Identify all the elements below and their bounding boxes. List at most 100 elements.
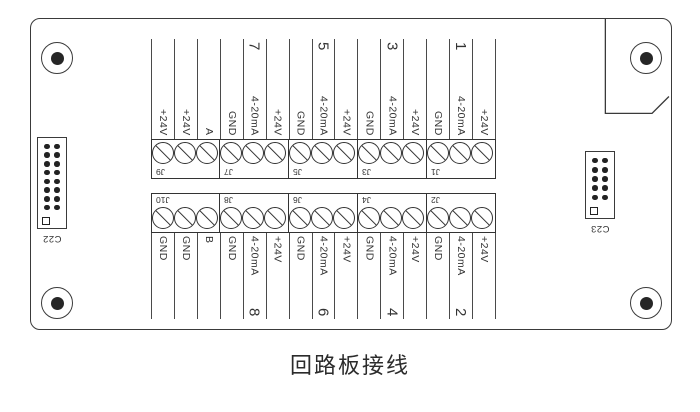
terminal-column-label: 4-20mA: [248, 236, 261, 276]
bottom-label-grid: GND GND B GND 4-20mA +24V 8 GND 4-20mA +24V 6 GND 4-…: [151, 233, 496, 319]
connector-pin: [592, 185, 598, 191]
screw-terminal: [174, 207, 196, 229]
screw-terminal: [264, 142, 286, 164]
terminal-column-label: B: [202, 236, 215, 244]
terminal-column: 4-20mA: [449, 233, 472, 319]
terminal-column-label: GND: [432, 111, 445, 136]
connector-c22: [37, 137, 67, 229]
connector-pin: [44, 187, 50, 193]
connector-pin: [602, 185, 608, 191]
terminal-column-label: +24V: [179, 109, 192, 136]
screw-terminal: [380, 142, 402, 164]
connector-c23-pin1-square: [590, 207, 598, 215]
terminal-block-label: J8: [224, 195, 233, 205]
bottom-channel-group-8: GND 4-20mA +24V 8: [219, 233, 289, 319]
terminal-column-label: 4-20mA: [317, 236, 330, 276]
terminal-block-J5: J5: [289, 139, 358, 179]
mounting-hole-bottom-left: [41, 287, 73, 319]
connector-pin: [44, 196, 50, 202]
terminal-column: +24V: [403, 39, 426, 139]
terminal-column-label: 4-20mA: [248, 96, 261, 136]
terminal-block-J8: J8: [220, 193, 289, 233]
connector-pin: [44, 143, 50, 150]
connector-pin: [54, 187, 60, 193]
connector-pin: [592, 194, 598, 201]
terminal-column-label: +24V: [340, 236, 353, 263]
terminal-block-J10: J10: [151, 193, 220, 233]
connector-pin: [54, 169, 60, 176]
terminal-column-label: A: [202, 128, 215, 136]
terminal-column: +24V: [403, 233, 426, 319]
channel-number: 4: [357, 308, 426, 316]
channel-number-text: 6: [314, 307, 332, 316]
bottom-channel-group-B: GND GND B: [151, 233, 220, 319]
connector-pin: [54, 204, 60, 211]
connector-pin: [602, 167, 608, 173]
terminal-column: +24V: [265, 39, 289, 139]
terminal-column: GND: [173, 233, 197, 319]
screw-terminal: [471, 142, 493, 164]
terminal-column: 4-20mA: [311, 39, 335, 139]
terminal-column-label: 4-20mA: [455, 236, 468, 276]
screw-terminal: [289, 207, 311, 229]
terminal-column: GND: [426, 233, 449, 319]
terminal-column-label: GND: [363, 111, 376, 136]
terminal-column-label: GND: [179, 236, 192, 261]
terminal-block-label: J10: [156, 195, 170, 205]
terminal-column-label: GND: [156, 236, 169, 261]
connector-pin: [44, 152, 50, 158]
connector-pin: [54, 196, 60, 202]
top-channel-group-5: GND 4-20mA +24V 5: [288, 39, 358, 139]
terminal-column-label: +24V: [271, 236, 284, 263]
screw-terminal: [358, 142, 380, 164]
terminal-column-label: GND: [225, 111, 238, 136]
terminal-column-label: GND: [294, 111, 307, 136]
terminal-column: +24V: [265, 233, 289, 319]
screw-terminal: [427, 142, 449, 164]
connector-pin: [44, 169, 50, 176]
terminal-column: +24V: [173, 39, 197, 139]
terminal-block-J2: J2: [427, 193, 496, 233]
terminal-column: GND: [426, 39, 449, 139]
terminal-column-label: GND: [225, 236, 238, 261]
channel-number-text: 3: [383, 42, 401, 51]
terminal-block-label: J4: [362, 195, 371, 205]
terminal-column: GND: [151, 233, 174, 319]
screw-terminal: [220, 142, 242, 164]
screw-terminal: [174, 142, 196, 164]
screw-terminal: [471, 207, 493, 229]
terminal-column: 4-20mA: [449, 39, 472, 139]
channel-number: 8: [220, 308, 289, 316]
terminal-block-label: J2: [431, 195, 440, 205]
terminal-column: GND: [357, 39, 380, 139]
screw-terminal: [220, 207, 242, 229]
terminal-column-label: +24V: [478, 236, 491, 263]
connector-pin: [44, 178, 50, 185]
terminal-block-J9: J9: [151, 139, 220, 179]
screw-terminal: [196, 142, 218, 164]
screw-terminal: [402, 142, 424, 164]
connector-pin: [592, 157, 598, 164]
screw-terminal: [242, 142, 264, 164]
terminal-column-label: 4-20mA: [317, 96, 330, 136]
connector-c23: [585, 151, 615, 219]
screw-terminal: [289, 142, 311, 164]
terminal-block-label: J7: [224, 167, 233, 177]
connector-pin: [592, 167, 598, 173]
screw-terminal: [333, 142, 355, 164]
terminal-block-J1: J1: [427, 139, 496, 179]
terminal-column-label: +24V: [340, 109, 353, 136]
terminal-column-label: 4-20mA: [455, 96, 468, 136]
terminal-column-label: GND: [363, 236, 376, 261]
channel-number-text: 5: [314, 42, 332, 51]
terminal-block-J6: J6: [289, 193, 358, 233]
terminal-column: 4-20mA: [242, 39, 266, 139]
terminal-column: GND: [219, 39, 243, 139]
terminal-block-label: J6: [293, 195, 302, 205]
channel-number-text: 8: [245, 307, 263, 316]
